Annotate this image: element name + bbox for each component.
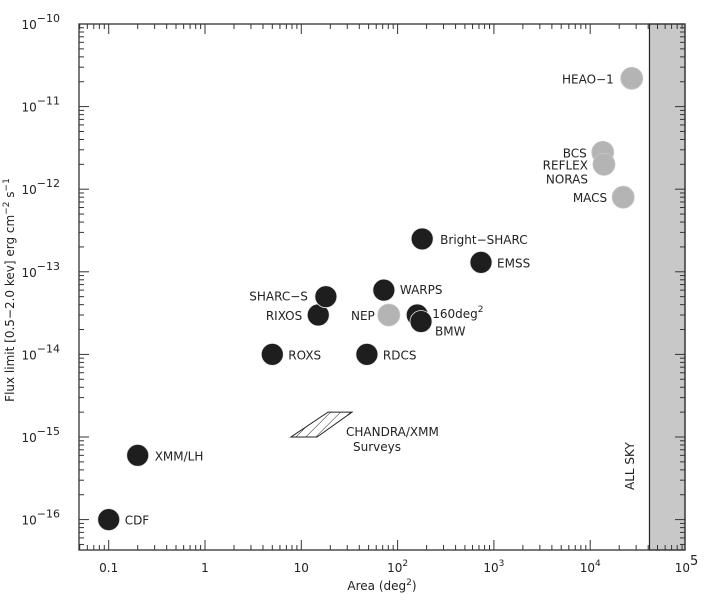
point-label: BMW xyxy=(435,325,466,339)
y-tick-label: 10−11 xyxy=(22,95,61,115)
axis-tick-labels: 0.1 1 10 102 103 104 105 10−16 10−15 10−14 10−13 10… xyxy=(22,12,699,575)
y-tick-label: 10−10 xyxy=(22,12,61,32)
y-tick-label: 10−12 xyxy=(22,177,61,197)
data-point-warps xyxy=(372,278,396,302)
x-tick-label: 10 xyxy=(294,561,309,575)
point-label: RIXOS xyxy=(266,309,302,323)
point-labels: CDF XMM/LH ROXS RDCS RIXOS SHARC−S WARPS 160deg… xyxy=(125,72,614,527)
data-point-xmm-lh xyxy=(126,443,150,467)
point-label: ROXS xyxy=(288,348,321,362)
data-points xyxy=(97,66,644,531)
data-point-heao-1 xyxy=(620,66,644,90)
point-label: Bright−SHARC xyxy=(440,233,527,247)
data-point-bright-sharc xyxy=(410,227,434,251)
y-tick-label: 10−14 xyxy=(22,342,61,362)
y-tick-label: 10−13 xyxy=(22,260,61,280)
all-sky-region xyxy=(648,23,686,551)
data-point-bmw xyxy=(409,310,433,333)
point-label: XMM/LH xyxy=(155,449,204,463)
point-label: BCS xyxy=(563,146,587,160)
x-tick-label: 103 xyxy=(483,559,504,575)
x-tick-label: 105 xyxy=(675,554,699,575)
chandra-xmm-label: CHANDRA/XMM xyxy=(346,425,439,439)
x-axis-title: Area (deg2) xyxy=(347,578,416,593)
x-tick-label: 0.1 xyxy=(99,561,118,575)
data-point-roxs xyxy=(260,342,284,366)
point-label: REFLEX xyxy=(543,158,588,172)
y-tick-label: 10−16 xyxy=(22,508,61,528)
point-label: RDCS xyxy=(383,348,417,362)
x-tick-label: 1 xyxy=(201,561,209,575)
chandra-xmm-sublabel: Surveys xyxy=(353,440,401,454)
data-point-sharc-s xyxy=(314,285,338,309)
point-label: EMSS xyxy=(497,256,530,270)
point-label: SHARC−S xyxy=(249,290,308,304)
data-point-cdf xyxy=(97,508,121,531)
axis-ticks xyxy=(79,23,685,550)
point-label: WARPS xyxy=(400,283,443,297)
data-point-rdcs xyxy=(355,342,379,366)
x-tick-label: 102 xyxy=(387,559,408,575)
point-label: CDF xyxy=(125,514,150,528)
data-point-reflex xyxy=(592,152,616,176)
point-label: HEAO−1 xyxy=(562,72,614,86)
point-label: NORAS xyxy=(546,172,588,186)
y-tick-label: 10−15 xyxy=(22,425,61,445)
plot-frame xyxy=(78,23,686,551)
chandra-xmm-region xyxy=(289,411,354,438)
all-sky-label: ALL SKY xyxy=(623,442,637,490)
point-label: 160deg2 xyxy=(432,305,483,321)
data-point-nep xyxy=(377,303,401,327)
point-label: NEP xyxy=(351,309,375,323)
point-label: MACS xyxy=(573,191,607,205)
data-point-macs xyxy=(611,185,635,209)
x-tick-label: 104 xyxy=(580,559,601,575)
data-point-emss xyxy=(469,250,493,274)
y-axis-title: Flux limit [0.5−2.0 kev] erg cm−2 s−1 xyxy=(2,178,17,402)
